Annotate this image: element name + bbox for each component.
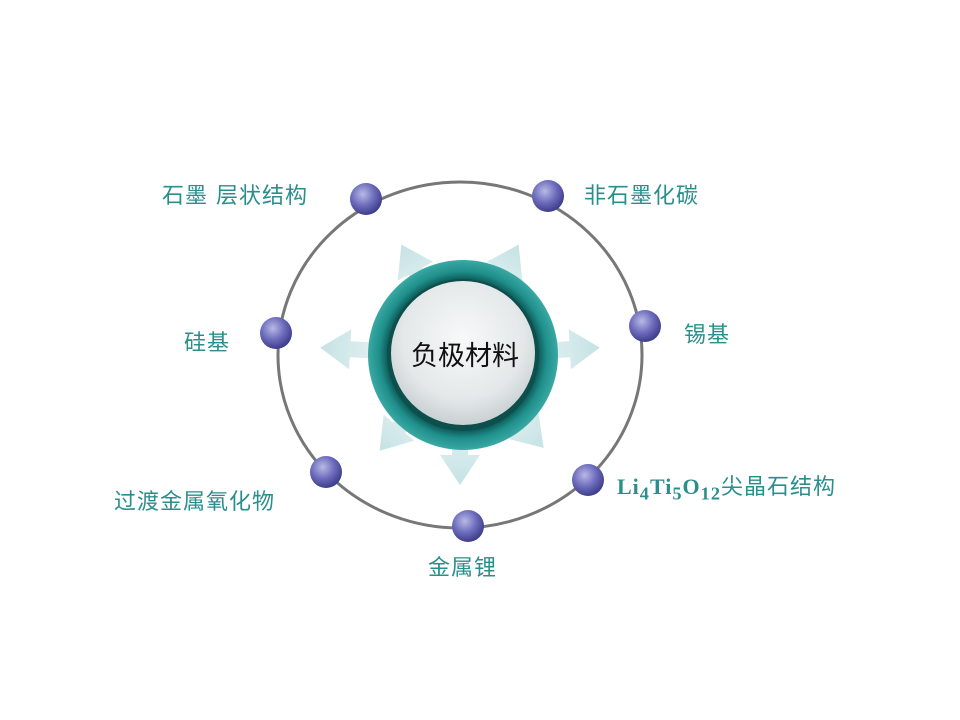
node-tin-based [629, 310, 661, 342]
node-lto-spinel [572, 464, 604, 496]
formula-sub-12: 12 [700, 483, 721, 504]
node-graphite [350, 183, 382, 215]
node-transition-metal-oxide [310, 456, 342, 488]
formula-sub-4: 4 [639, 483, 650, 504]
formula-li: Li [617, 474, 640, 499]
label-lto-spinel: Li4Ti5O12尖晶石结构 [617, 469, 836, 504]
center-title: 负极材料 [411, 341, 519, 372]
label-graphite: 石墨 层状结构 [162, 184, 308, 209]
label-tin-based: 锡基 [684, 323, 731, 348]
formula-o: O [682, 474, 701, 499]
center-disc [391, 281, 535, 425]
label-non-graphitic-carbon: 非石墨化碳 [584, 184, 700, 209]
formula-ti: Ti [649, 474, 673, 499]
label-lithium-metal: 金属锂 [428, 556, 498, 581]
node-silicon-based [260, 317, 292, 349]
label-transition-metal-oxide: 过渡金属氧化物 [114, 490, 276, 515]
label-silicon-based: 硅基 [184, 331, 231, 356]
formula-sub-5: 5 [672, 483, 683, 504]
node-lithium-metal [452, 510, 484, 542]
node-non-graphitic-carbon [532, 180, 564, 212]
label-spinel-text: 尖晶石结构 [720, 475, 836, 500]
